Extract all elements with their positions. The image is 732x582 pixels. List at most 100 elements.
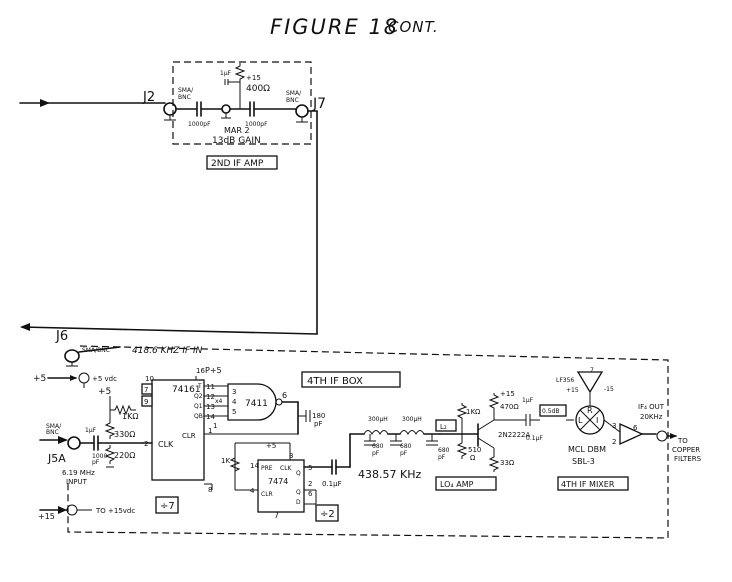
ff-label-q: Q [296, 470, 301, 477]
lf-pin-3: 3 [612, 422, 616, 430]
copper-2: FILTERS [674, 455, 702, 463]
nand-pin-4: 4 [232, 398, 237, 406]
transistor-label: 2N2222A [498, 431, 531, 439]
lf-minus15: -15 [604, 386, 614, 393]
c1000-1: 1000 [92, 453, 107, 460]
r220-label: 220Ω [114, 451, 135, 460]
lf356-label: LF356 [556, 377, 574, 384]
return-arrow [20, 323, 30, 331]
counter-label-q1: Q1 [194, 403, 203, 410]
nand-7411 [227, 383, 277, 421]
to-label: TO [677, 437, 688, 445]
to15-label: TO +15vdc [95, 507, 135, 515]
tr-r510 [456, 440, 468, 459]
ff-label-qbar: Q [296, 489, 301, 496]
counter-label: 74161 [172, 385, 201, 395]
ff-plus5: +5 [266, 442, 276, 450]
counter-pin-11: 11 [206, 383, 215, 391]
c680a-2: pF [372, 450, 380, 457]
input-freq-label: 6.19 MHz [62, 469, 95, 477]
counter-pin-13: 13 [206, 403, 215, 411]
counter-pin-7: 7 [144, 386, 148, 394]
bypass-cap-label: 1μF [220, 70, 232, 77]
counter-label-q2: Q2 [194, 393, 203, 400]
output-opamp [619, 422, 644, 446]
lo-tag-label: L₂ [440, 423, 447, 431]
ff-pin-4: 4 [250, 487, 255, 495]
j5-conn-type-2: BNC [46, 429, 59, 436]
div7-label: ÷7 [160, 501, 175, 512]
plus5-feedthrough [78, 372, 90, 384]
counter-pin-12: 12 [206, 393, 215, 401]
tr-r470 [488, 393, 500, 410]
j7-conn-type-2: BNC [286, 97, 299, 104]
c01-out-label: 0.1μF [526, 435, 543, 442]
lo-tag [435, 419, 457, 432]
mixer-name: MCL DBM [568, 445, 606, 454]
c680c-1: 680 [438, 447, 450, 454]
if-out-2: 20KHz [640, 413, 663, 421]
pad-box [539, 404, 567, 417]
j6-label: J6 [55, 329, 68, 344]
counter-pin-7-box [141, 383, 153, 395]
counter-label-clr: CLR [182, 432, 196, 440]
nand-x4: x4 [215, 398, 223, 405]
j5-conn-type-1: SMA/ [46, 423, 62, 430]
counter-pin-2: 2 [144, 440, 148, 448]
l300a [363, 430, 389, 436]
lo-amp-label: LO₄ AMP [440, 480, 474, 489]
mixer-model: SBL-3 [572, 457, 595, 466]
route-back [21, 326, 318, 335]
tr-r510-2: Ω [470, 454, 476, 462]
ff-pin-6: 6 [308, 490, 313, 498]
mixer-port-i: I [596, 416, 598, 425]
counter-pin-9: 9 [144, 398, 148, 406]
cap180-2: pF [314, 420, 322, 428]
output-connector [656, 430, 668, 442]
resistor-400-label: 400Ω [246, 84, 270, 94]
c680c-2: pF [438, 454, 446, 461]
lf356-opamp [576, 371, 604, 394]
ff-label-d: D [296, 499, 301, 506]
ff-label: 7474 [268, 477, 288, 486]
freq-in-label: 418.6 KHZ IF IN [132, 346, 203, 356]
r1k-label: 1KΩ [122, 412, 138, 421]
j5-connector [67, 436, 81, 450]
if-out-1: IF₄ OUT [638, 403, 665, 411]
ff-pin-2: 2 [308, 480, 312, 488]
mar2-amp [221, 104, 231, 114]
nand-label: 7411 [245, 399, 268, 409]
tr-1uf: 1μF [522, 397, 534, 404]
ff-label-clr: CLR [261, 491, 273, 498]
j7-label: J7 [312, 96, 326, 112]
input-arrow [40, 99, 50, 107]
div2-label: ÷2 [320, 509, 335, 520]
nand-pin-6: 6 [282, 391, 287, 400]
counter-label-qb: QB [194, 413, 203, 420]
div2-box [315, 504, 339, 522]
lf-plus15: +15 [566, 387, 579, 394]
mixer-port-l: L [578, 416, 583, 425]
j2-conn-type-1: SMA/ [178, 87, 194, 94]
cap-right-label: 1000pF [245, 121, 268, 128]
c680b-1: 680 [400, 443, 412, 450]
l300a-label: 300μH [368, 416, 388, 423]
counter-pin-1: 1 [208, 427, 212, 435]
lo-amp-box [435, 476, 497, 491]
r220 [104, 445, 116, 464]
j6-connector [64, 349, 80, 363]
cap01-label: 0.1μF [322, 480, 342, 488]
lf-pin-6: 6 [633, 424, 638, 432]
c1000-2: pF [92, 459, 100, 466]
supply-15-label: +15 [246, 74, 261, 82]
input-label: INPUT [66, 478, 88, 486]
mar2-label: MAR 2 [224, 126, 250, 135]
tr-r1k-label: 1KΩ [466, 408, 481, 416]
ff-r1k [229, 455, 241, 474]
second-if-amp-section: J2 SMA/ BNC 1000pF 400Ω +15 1μF 1000pF M… [19, 61, 326, 335]
r1k [110, 404, 136, 416]
figure-cont: CONT. [388, 18, 439, 36]
counter-pin-10: 10 [145, 375, 154, 383]
